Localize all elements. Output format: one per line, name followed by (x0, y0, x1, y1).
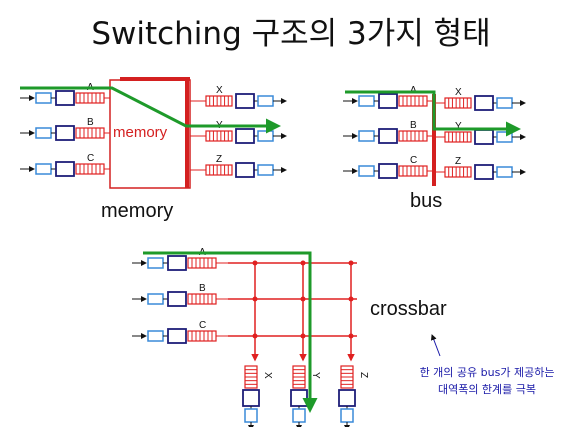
bus-output-port-y-label: Y (455, 121, 462, 132)
memory-input-port-c: C (20, 153, 105, 177)
memory-switch: memory AB C X YZ memory (20, 77, 287, 222)
bus-input-port-c-label: C (410, 155, 417, 166)
memory-green-path (20, 86, 281, 134)
crossbar-input-port-c-label: C (199, 320, 206, 331)
note-line-2: 대역폭의 한계를 극복 (437, 383, 537, 396)
crossbar-junction (300, 333, 306, 339)
memory-output-port-x-label: X (216, 85, 223, 96)
memory-output-port-z: Z (205, 154, 287, 178)
page-title: Switching 구조의 3가지 형태 (91, 16, 491, 52)
crossbar-junction (348, 260, 354, 266)
crossbar-input-port-b-label: B (199, 283, 206, 294)
note-line-1: 한 개의 공유 bus가 제공하는 (419, 366, 555, 379)
bus-caption: bus (410, 190, 442, 212)
memory-output-port-y: Y (205, 120, 287, 144)
bus-output-port-z-label: Z (455, 156, 461, 167)
crossbar-input-port-c: C (132, 320, 217, 344)
bus-input-port-b-label: B (410, 120, 417, 131)
memory-box-label: memory (113, 124, 168, 141)
crossbar-output-port-x: X (242, 365, 273, 427)
bus-switch: AB C X Y Z bus (343, 85, 526, 212)
memory-input-port-b-label: B (87, 117, 94, 128)
memory-output-port-x: X (205, 85, 287, 109)
crossbar-junction (252, 296, 258, 302)
crossbar-note: 한 개의 공유 bus가 제공하는 대역폭의 한계를 극복 (396, 364, 578, 398)
crossbar-green-path (143, 251, 318, 413)
bus-input-port-a: A (343, 85, 428, 109)
memory-box (109, 79, 191, 189)
bus-green-path (345, 90, 521, 137)
crossbar-switch: A B C X Y Z crossbar (132, 247, 447, 427)
crossbar-output-port-y-label: Y (310, 372, 321, 379)
bus-output-port-x-label: X (455, 87, 462, 98)
crossbar-input-port-b: B (132, 283, 217, 307)
bus-output-port-y: Y (444, 121, 526, 145)
crossbar-output-port-z: Z (338, 365, 369, 427)
memory-output-port-z-label: Z (216, 154, 222, 165)
crossbar-junction (300, 296, 306, 302)
memory-input-port-c-label: C (87, 153, 94, 164)
crossbar-input-port-a: A (132, 247, 217, 271)
memory-caption: memory (101, 200, 173, 222)
bus-input-port-b: B (343, 120, 428, 144)
crossbar-junction (300, 260, 306, 266)
bus-output-port-x: X (444, 87, 526, 111)
crossbar-output-port-z-label: Z (358, 372, 369, 378)
memory-input-port-b: B (20, 117, 105, 141)
crossbar-caption: crossbar (370, 298, 447, 320)
crossbar-output-port-x-label: X (262, 372, 273, 379)
crossbar-output-port-y: Y (290, 365, 321, 427)
memory-input-port-a: A (20, 82, 105, 106)
note-pointer-arrow (430, 334, 441, 357)
crossbar-junction (348, 333, 354, 339)
crossbar-junction (348, 296, 354, 302)
bus-input-port-c: C (343, 155, 428, 179)
crossbar-junction (252, 333, 258, 339)
bus-output-port-z: Z (444, 156, 526, 180)
crossbar-junction (252, 260, 258, 266)
